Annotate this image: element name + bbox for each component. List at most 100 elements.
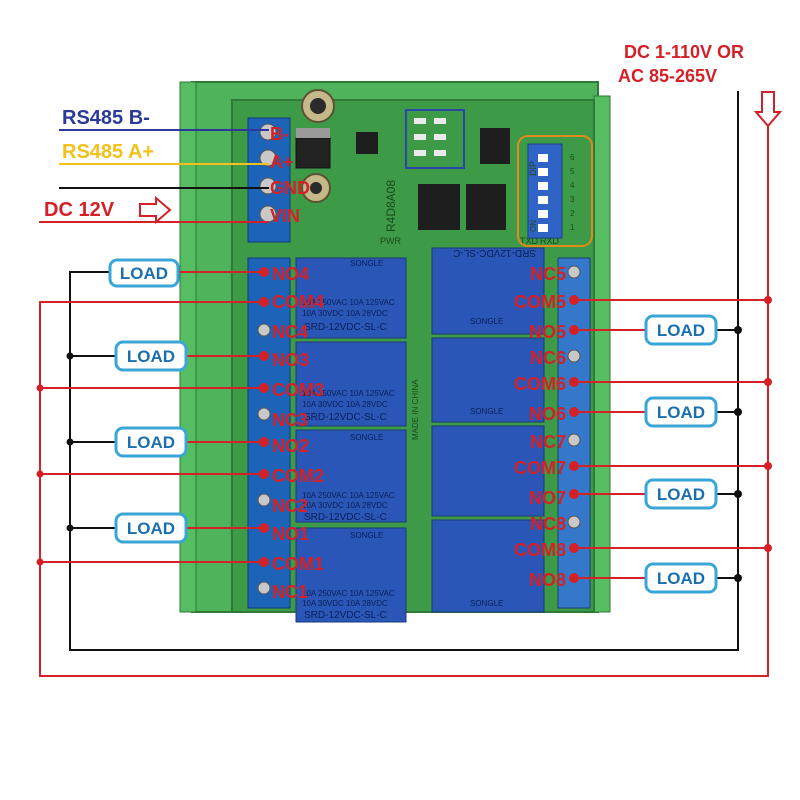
- terminal-label-nc7: NC7: [530, 432, 566, 452]
- led-indicator-box: [405, 109, 465, 169]
- supply-label-line1: DC 1-110V OR: [624, 42, 744, 62]
- relay-8-brand: SONGLE: [470, 599, 503, 608]
- dip-number-6: 6: [570, 153, 575, 162]
- led-label-rxd: RXD: [540, 236, 560, 246]
- made-in-label: MADE IN CHINA: [411, 379, 420, 440]
- terminal-label-com1: COM1: [272, 554, 324, 574]
- load-box-ch4: LOAD: [108, 258, 180, 288]
- small-ic: [356, 132, 378, 154]
- load-box-ch2: LOAD: [114, 426, 188, 458]
- terminal-label-nc6: NC6: [530, 348, 566, 368]
- load-label: LOAD: [127, 347, 175, 366]
- terminal-label-nc3: NC3: [272, 410, 308, 430]
- dip-number-5: 5: [570, 167, 575, 176]
- rs485-b-label: RS485 B-: [62, 107, 150, 129]
- terminal-label-no6: NO6: [529, 404, 566, 424]
- dip-number-2: 2: [570, 209, 575, 218]
- junction-dots: [36, 265, 772, 595]
- right-terminal-labels: NC5 COM5 NO5 NC6 COM6 NO6 NC7 COM7 NO7 N…: [514, 264, 566, 590]
- relay-1-rating2: 10A 30VDC 10A 28VDC: [302, 599, 388, 608]
- power-input-labels: RS485 B- RS485 A+ DC 12V: [44, 107, 154, 221]
- terminal-label-nc1: NC1: [272, 582, 308, 602]
- ic-chip-2: [466, 184, 506, 230]
- load-label: LOAD: [657, 403, 705, 422]
- terminal-label-com3: COM3: [272, 380, 324, 400]
- terminal-label-com5: COM5: [514, 292, 566, 312]
- terminal-label-gnd: GND: [270, 178, 310, 198]
- relay-2-model: SRD-12VDC-SL-C: [304, 512, 387, 523]
- load-label: LOAD: [120, 264, 168, 283]
- ic-chip-1: [418, 184, 460, 230]
- relay-4-model: SRD-12VDC-SL-C: [304, 322, 387, 333]
- dip-on-label: ON: [529, 220, 538, 232]
- load-box-ch6: LOAD: [644, 396, 718, 428]
- dip-switch: DIP ON 6 5 4 3 2 1: [517, 135, 593, 247]
- terminal-label-no3: NO3: [272, 350, 309, 370]
- relays: SONGLE 10A 250VAC 10A 125VAC 10A 30VDC 1…: [295, 247, 545, 623]
- relay-5: SRD-12VDC-SL-C SONGLE: [431, 247, 545, 335]
- terminal-label-no7: NO7: [529, 488, 566, 508]
- rs485-a-label: RS485 A+: [62, 141, 154, 163]
- supply-label-line2: AC 85-265V: [618, 66, 717, 86]
- board-model: R4D8A08: [384, 180, 398, 232]
- relay-3-model: SRD-12VDC-SL-C: [304, 412, 387, 423]
- led-label-txd: TXD: [520, 236, 539, 246]
- dip-number-4: 4: [570, 181, 575, 190]
- terminal-label-no5: NO5: [529, 322, 566, 342]
- voltage-regulator: [295, 137, 331, 169]
- load-box-ch5: LOAD: [644, 314, 718, 346]
- relay-1-rating1: 10A 250VAC 10A 125VAC: [302, 589, 395, 598]
- dc12v-label: DC 12V: [44, 199, 115, 221]
- load-label: LOAD: [657, 321, 705, 340]
- relay-7: [431, 425, 545, 517]
- terminal-label-a: A+: [270, 152, 294, 172]
- load-label: LOAD: [657, 569, 705, 588]
- relay-8: SONGLE: [431, 519, 545, 613]
- terminal-label-com2: COM2: [272, 466, 324, 486]
- relay-1-brand: SONGLE: [350, 531, 383, 540]
- relay-6-brand: SONGLE: [470, 407, 503, 416]
- supply-arrow-icon: [753, 91, 783, 128]
- load-box-ch1: LOAD: [114, 512, 188, 544]
- relay-2-rating2: 10A 30VDC 10A 28VDC: [302, 501, 388, 510]
- relay-5-brand: SONGLE: [470, 317, 503, 326]
- relay-4-rating1: 10A 250VAC 10A 125VAC: [302, 298, 395, 307]
- load-label: LOAD: [657, 485, 705, 504]
- relay-4-brand: SONGLE: [350, 259, 383, 268]
- relay-5-model: SRD-12VDC-SL-C: [453, 247, 536, 258]
- top-terminal-labels: B- A+ GND VIN: [270, 124, 310, 226]
- relay-3-rating2: 10A 30VDC 10A 28VDC: [302, 400, 388, 409]
- relay-2-rating1: 10A 250VAC 10A 125VAC: [302, 491, 395, 500]
- terminal-label-b: B-: [270, 124, 289, 144]
- dip-number-3: 3: [570, 195, 575, 204]
- terminal-label-com4: COM4: [272, 292, 324, 312]
- relay-2-brand: SONGLE: [350, 433, 383, 442]
- terminal-label-nc4: NC4: [272, 322, 308, 342]
- relay-4-rating2: 10A 30VDC 10A 28VDC: [302, 309, 388, 318]
- load-box-ch8: LOAD: [644, 562, 718, 594]
- terminal-label-no4: NO4: [272, 264, 309, 284]
- terminal-label-nc5: NC5: [530, 264, 566, 284]
- load-label: LOAD: [127, 433, 175, 452]
- left-terminal-strip: [247, 257, 291, 609]
- load-box-ch3: LOAD: [114, 340, 188, 372]
- relay-1-model: SRD-12VDC-SL-C: [304, 610, 387, 621]
- terminal-label-nc8: NC8: [530, 514, 566, 534]
- load-boxes: LOAD LOAD LOAD LOAD LOAD LOAD LOAD LOAD: [108, 258, 718, 594]
- supply-labels: DC 1-110V OR AC 85-265V: [618, 42, 744, 86]
- dc12v-arrow-icon: [139, 195, 172, 225]
- top-electronics: R4D8A08 TXD RXD PWR: [295, 89, 560, 246]
- relay-4: SONGLE 10A 250VAC 10A 125VAC 10A 30VDC 1…: [295, 257, 407, 339]
- relay-2: SONGLE 10A 250VAC 10A 125VAC 10A 30VDC 1…: [295, 429, 407, 523]
- terminal-label-no8: NO8: [529, 570, 566, 590]
- terminal-label-com6: COM6: [514, 374, 566, 394]
- load-label: LOAD: [127, 519, 175, 538]
- dip-label: DIP: [528, 161, 538, 176]
- led-label-pwr: PWR: [380, 236, 401, 246]
- load-box-ch7: LOAD: [644, 478, 718, 510]
- wiring: [39, 91, 769, 677]
- relay-1: SONGLE 10A 250VAC 10A 125VAC 10A 30VDC 1…: [295, 527, 407, 623]
- terminal-label-vin: VIN: [270, 206, 300, 226]
